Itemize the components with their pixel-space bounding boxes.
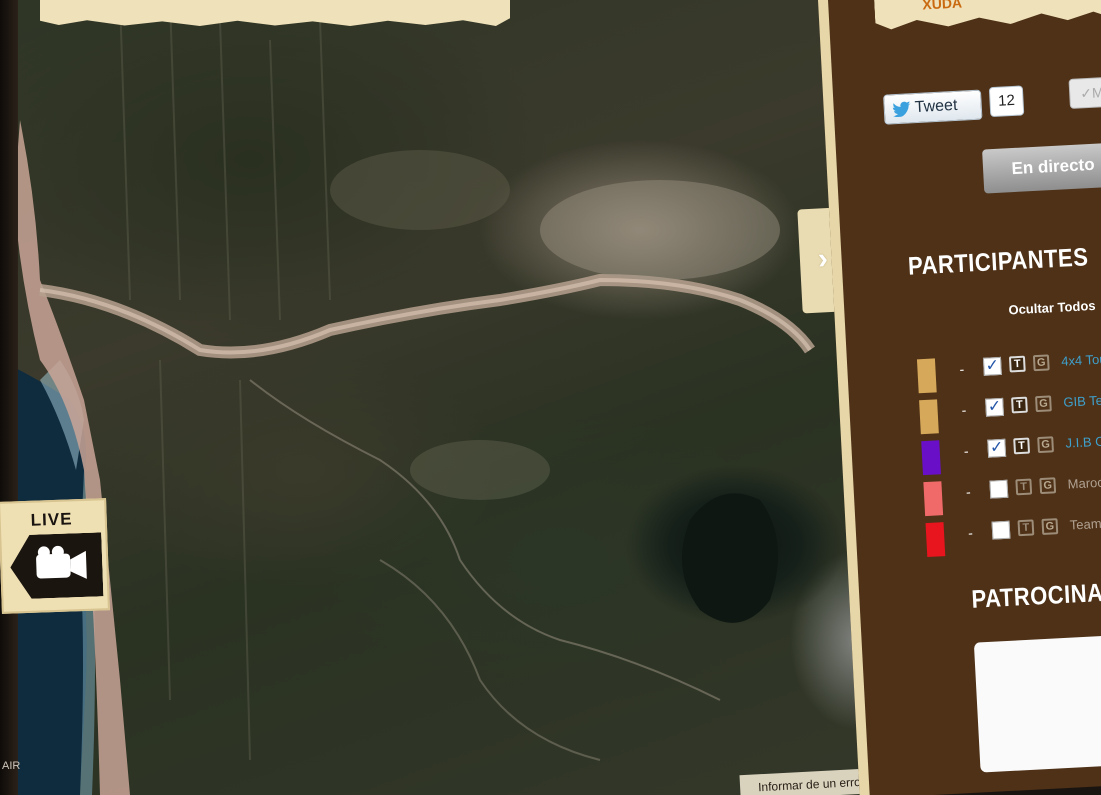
dark-lake: [682, 493, 778, 623]
river-channel: [39, 277, 812, 355]
chevron-right-icon: ›: [817, 242, 829, 276]
map-terrain: [0, 0, 815, 795]
participant-dash: -: [967, 524, 974, 541]
header-paper-strip: XUDA: [873, 0, 1101, 31]
participant-dash: -: [961, 401, 967, 419]
trail: [249, 379, 721, 701]
clearing-1: [540, 180, 780, 280]
satellite-map[interactable]: [0, 0, 930, 795]
participant-color-swatch: [919, 399, 939, 435]
tweet-label: Tweet: [914, 96, 958, 117]
track-toggle-g[interactable]: G: [1037, 436, 1054, 454]
participant-dash: -: [965, 483, 972, 500]
sponsors-title: PATROCINADOR: [970, 575, 1101, 614]
participant-checkbox[interactable]: [991, 520, 1011, 540]
participant-name[interactable]: 4x4 Tou: [1060, 351, 1101, 369]
participant-name[interactable]: GIB Te: [1062, 392, 1101, 410]
right-sidebar: XUDA Tweet 12 ✓M En directo PARTICIPANTE…: [818, 0, 1101, 795]
live-camera-button[interactable]: LIVE: [0, 498, 110, 614]
live-label: LIVE: [30, 509, 73, 530]
track-toggle-t[interactable]: T: [1013, 437, 1031, 455]
track-toggle-g[interactable]: G: [1032, 354, 1050, 372]
participant-name[interactable]: Team: [1069, 515, 1101, 533]
twitter-bird-icon: [892, 101, 911, 118]
sponsor-logo-box[interactable]: L: [973, 630, 1101, 773]
participant-checkbox[interactable]: [989, 479, 1009, 499]
tweet-count-badge: 12: [988, 85, 1025, 118]
participant-name[interactable]: J.I.B C: [1065, 433, 1101, 451]
track-toggle-g[interactable]: G: [1039, 477, 1057, 495]
torn-paper-strip: [40, 0, 510, 26]
participant-dash: -: [959, 360, 965, 378]
field-lines: [119, 0, 331, 761]
header-strip-text: XUDA: [921, 0, 963, 13]
participant-color-swatch: [925, 522, 946, 558]
air-label: AIR: [2, 760, 21, 772]
track-toggle-t[interactable]: T: [1017, 519, 1035, 537]
track-toggle-g[interactable]: G: [1035, 395, 1052, 413]
video-camera-icon: [32, 543, 90, 589]
trail-2: [379, 559, 601, 761]
river-bed: [39, 273, 815, 359]
participant-dash: -: [963, 442, 969, 459]
participant-checkbox[interactable]: ✓: [982, 356, 1002, 376]
clearing-3: [410, 440, 550, 500]
live-camera-badge: [9, 532, 103, 599]
share-button[interactable]: ✓M: [1068, 74, 1101, 109]
hide-all-link[interactable]: Ocultar Todos: [1008, 297, 1096, 318]
clearing-2: [330, 150, 510, 230]
tweet-button[interactable]: Tweet: [883, 89, 983, 125]
participant-color-swatch: [923, 481, 944, 517]
participant-name[interactable]: Maroc: [1067, 474, 1101, 492]
tab-en-directo[interactable]: En directo: [982, 142, 1101, 194]
track-toggle-t[interactable]: T: [1015, 478, 1033, 496]
track-toggle-t[interactable]: T: [1008, 355, 1026, 373]
participant-color-swatch: [916, 358, 937, 394]
participant-checkbox[interactable]: ✓: [985, 397, 1005, 417]
track-toggle-t[interactable]: T: [1011, 396, 1028, 414]
participants-list: - ✓ T G 4x4 Tou - ✓ T G GIB Te - ✓ T G J…: [916, 341, 1101, 560]
participant-checkbox[interactable]: ✓: [987, 438, 1007, 458]
track-toggle-g[interactable]: G: [1041, 518, 1059, 535]
participant-color-swatch: [921, 440, 941, 476]
left-edge-shadow: [0, 0, 18, 795]
participants-title: PARTICIPANTES: [907, 242, 1090, 281]
